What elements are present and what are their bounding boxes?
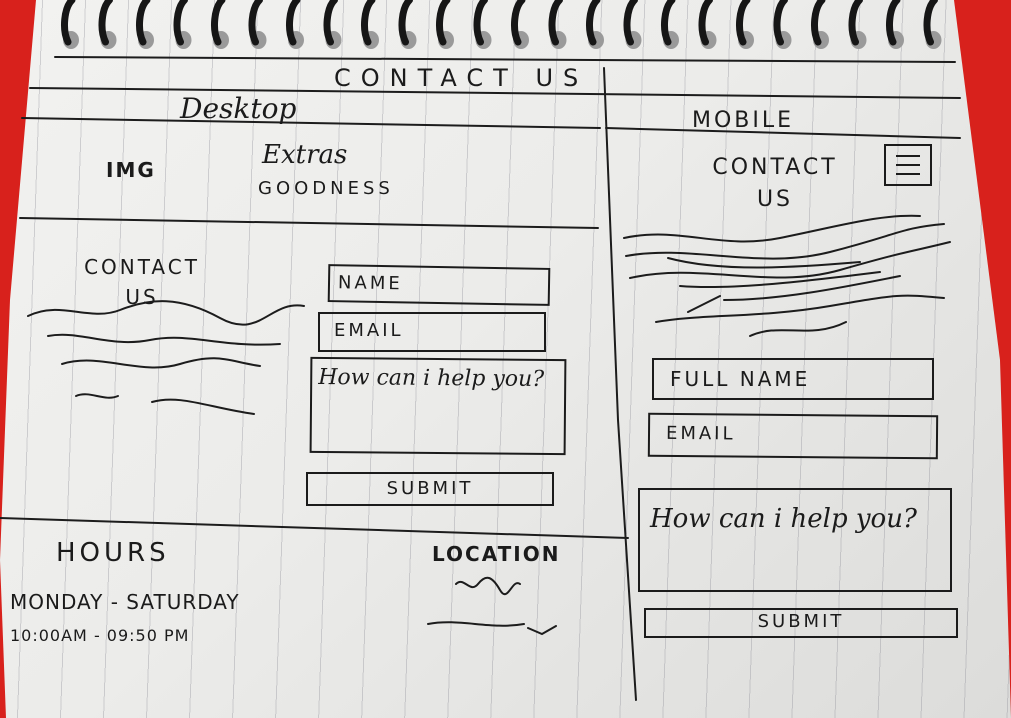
desktop-contact-heading: CONTACT US: [84, 255, 200, 309]
mobile-message-placeholder: How can i help you?: [650, 504, 917, 534]
full-name-placeholder: FULL NAME: [670, 367, 811, 391]
spiral-ring: [811, 0, 826, 46]
email-input-placeholder: EMAIL: [334, 320, 404, 341]
spiral-ring: [61, 0, 76, 46]
logo-placeholder[interactable]: IMG: [106, 158, 156, 182]
desktop-label: Desktop: [180, 92, 297, 125]
spiral-ring: [586, 0, 601, 46]
desktop-submit-button[interactable]: SUBMIT: [306, 472, 554, 506]
mobile-message-textarea[interactable]: How can i help you?: [638, 488, 952, 592]
spiral-ring: [473, 0, 488, 46]
hours-heading: HOURS: [56, 538, 170, 568]
spiral-ring: [923, 0, 938, 46]
spiral-ring: [698, 0, 713, 46]
mobile-submit-button[interactable]: SUBMIT: [644, 608, 958, 638]
mobile-contact-heading: CONTACT US: [712, 155, 838, 212]
spiral-ring: [661, 0, 676, 46]
desktop-submit-label: SUBMIT: [386, 478, 474, 499]
spiral-ring: [398, 0, 413, 46]
name-input-placeholder: NAME: [337, 272, 403, 295]
brand-name: GOODNESS: [258, 178, 394, 199]
spiral-ring: [136, 0, 151, 46]
mobile-email-input[interactable]: EMAIL: [647, 412, 939, 460]
brand-script: Extras: [262, 140, 348, 170]
location-heading: LOCATION: [432, 542, 561, 566]
spiral-ring: [248, 0, 263, 46]
spiral-ring: [211, 0, 226, 46]
spiral-ring: [848, 0, 863, 46]
email-input[interactable]: EMAIL: [318, 312, 546, 352]
spiral-binding: [61, 0, 942, 49]
mobile-label: MOBILE: [692, 108, 795, 133]
spiral-ring: [98, 0, 113, 46]
message-placeholder: How can i help you?: [318, 364, 545, 392]
spiral-ring: [623, 0, 638, 46]
spiral-ring: [548, 0, 563, 46]
spiral-ring: [436, 0, 451, 46]
spiral-ring: [511, 0, 526, 46]
spiral-ring: [886, 0, 901, 46]
spiral-ring: [323, 0, 338, 46]
message-textarea[interactable]: How can i help you?: [309, 356, 567, 456]
hamburger-menu-icon[interactable]: [884, 144, 932, 186]
page-title: CONTACT US: [334, 64, 589, 92]
hours-days: MONDAY - SATURDAY: [10, 590, 240, 614]
spiral-ring: [286, 0, 301, 46]
full-name-input[interactable]: FULL NAME: [652, 358, 934, 400]
spiral-ring: [773, 0, 788, 46]
spiral-ring: [736, 0, 751, 46]
name-input[interactable]: NAME: [327, 264, 551, 306]
mobile-submit-label: SUBMIT: [757, 611, 845, 632]
mobile-email-placeholder: EMAIL: [665, 422, 736, 445]
spiral-ring: [173, 0, 188, 46]
hours-time: 10:00AM - 09:50 PM: [10, 626, 190, 645]
spiral-ring: [361, 0, 376, 46]
